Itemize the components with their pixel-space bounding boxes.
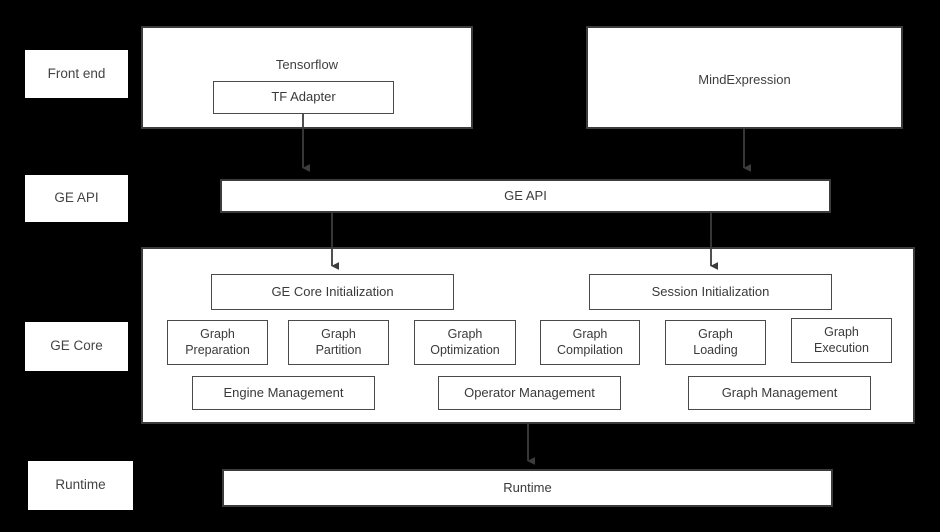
module-graph-execution-line1: Graph — [824, 324, 859, 339]
ge-api-bar[interactable]: GE API — [220, 179, 831, 213]
session-initialization-label: Session Initialization — [651, 283, 770, 299]
module-graph-execution[interactable]: Graph Execution — [791, 318, 892, 363]
mindexpression-label: MindExpression — [698, 72, 791, 87]
module-graph-partition-line2: Partition — [315, 342, 362, 357]
module-graph-optimization-line2: Optimization — [430, 342, 500, 357]
graph-management-box[interactable]: Graph Management — [688, 376, 871, 410]
lane-label-runtime: Runtime — [28, 461, 133, 510]
module-graph-optimization[interactable]: Graph Optimization — [414, 320, 516, 365]
engine-management-label: Engine Management — [223, 384, 344, 400]
module-graph-partition[interactable]: Graph Partition — [288, 320, 389, 365]
module-graph-preparation-line1: Graph — [200, 326, 235, 341]
module-graph-partition-line1: Graph — [321, 326, 356, 341]
tf-adapter-box[interactable]: TF Adapter — [213, 81, 394, 114]
tensorflow-label: Tensorflow — [275, 57, 339, 72]
lane-label-front-end-text: Front end — [47, 65, 106, 81]
lane-label-ge-api: GE API — [25, 175, 128, 222]
ge-core-initialization-box[interactable]: GE Core Initialization — [211, 274, 454, 310]
module-graph-loading[interactable]: Graph Loading — [665, 320, 766, 365]
tf-adapter-label: TF Adapter — [271, 89, 336, 105]
session-initialization-box[interactable]: Session Initialization — [589, 274, 832, 310]
operator-management-label: Operator Management — [464, 384, 595, 400]
lane-label-runtime-text: Runtime — [55, 477, 106, 493]
module-graph-compilation-line2: Compilation — [556, 342, 623, 357]
operator-management-box[interactable]: Operator Management — [438, 376, 621, 410]
module-graph-compilation[interactable]: Graph Compilation — [540, 320, 640, 365]
ge-core-initialization-label: GE Core Initialization — [271, 283, 394, 299]
module-graph-compilation-line1: Graph — [572, 326, 608, 341]
graph-management-label: Graph Management — [721, 384, 838, 400]
engine-management-box[interactable]: Engine Management — [192, 376, 375, 410]
lane-label-ge-api-text: GE API — [54, 190, 99, 206]
module-graph-optimization-line1: Graph — [447, 326, 483, 341]
module-graph-loading-line1: Graph — [698, 326, 733, 341]
mindexpression-container: MindExpression — [586, 26, 903, 129]
module-graph-preparation-line2: Preparation — [185, 342, 250, 357]
module-graph-execution-line2: Execution — [814, 340, 869, 355]
module-graph-preparation[interactable]: Graph Preparation — [167, 320, 268, 365]
runtime-bar-label: Runtime — [503, 479, 552, 495]
ge-api-bar-label: GE API — [504, 187, 547, 203]
runtime-bar[interactable]: Runtime — [222, 469, 833, 507]
module-graph-loading-line2: Loading — [693, 342, 738, 357]
lane-label-front-end: Front end — [25, 50, 128, 98]
lane-label-ge-core: GE Core — [25, 322, 128, 371]
lane-label-ge-core-text: GE Core — [50, 338, 103, 354]
